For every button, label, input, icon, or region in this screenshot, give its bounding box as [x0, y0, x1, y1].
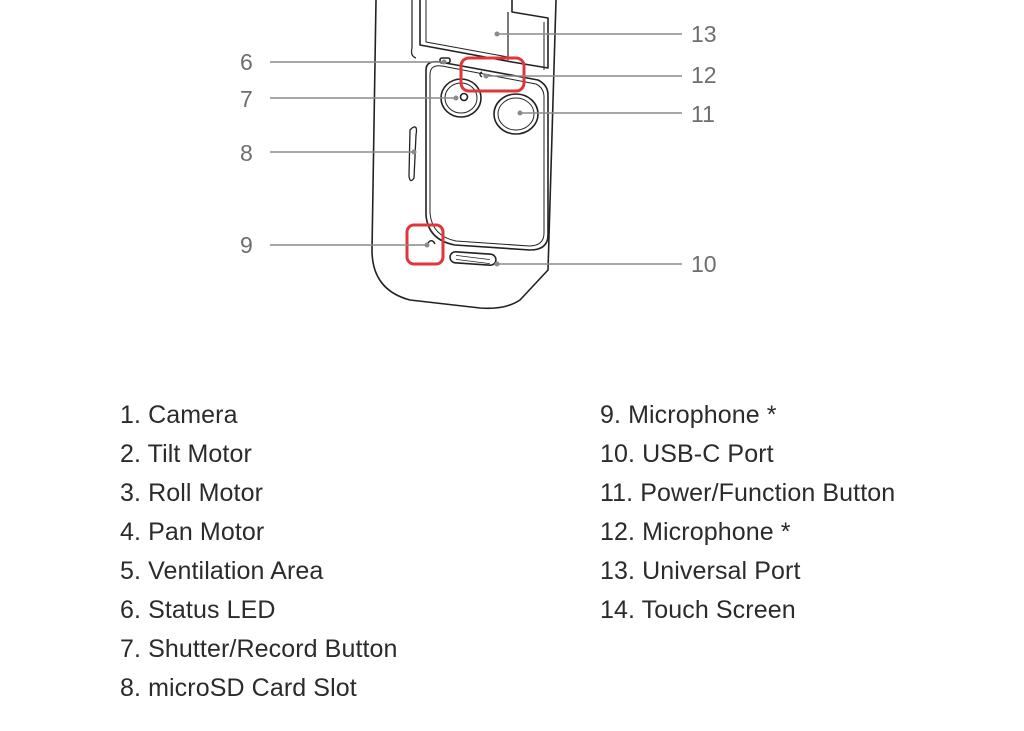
- part-item: 9. Microphone *: [600, 401, 777, 429]
- highlight-microphone-12: [459, 56, 526, 93]
- callout-9: 9: [240, 232, 253, 258]
- part-item: 3. Roll Motor: [120, 479, 264, 507]
- microphone-12-glyph: [479, 71, 483, 78]
- callout-6: 6: [240, 49, 253, 75]
- microphone-9-glyph: [427, 240, 436, 245]
- callout-11: 11: [691, 101, 715, 127]
- part-item: 13. Universal Port: [600, 557, 801, 585]
- part-item: 6. Status LED: [120, 596, 276, 624]
- part-item: 12. Microphone *: [600, 518, 791, 546]
- callout-10: 10: [691, 251, 717, 277]
- device-body-outline: [371, 0, 557, 310]
- part-item: 5. Ventilation Area: [120, 557, 324, 585]
- power-button-shape: [493, 93, 539, 135]
- callout-13: 13: [691, 21, 717, 47]
- part-item: 4. Pan Motor: [120, 518, 265, 546]
- part-item: 7. Shutter/Record Button: [120, 635, 398, 663]
- universal-port-module: [419, 0, 549, 69]
- parts-list-left: 1. Camera 2. Tilt Motor 3. Roll Motor 4.…: [120, 396, 398, 708]
- microsd-slot-shape: [408, 126, 418, 182]
- part-item: 8. microSD Card Slot: [120, 674, 357, 702]
- callout-8: 8: [240, 140, 253, 166]
- device-diagram: [270, 0, 682, 310]
- part-item: 1. Camera: [120, 401, 238, 429]
- part-item: 10. USB-C Port: [600, 440, 774, 468]
- callout-7: 7: [240, 86, 253, 112]
- usb-c-port-shape: [449, 250, 497, 267]
- part-item: 11. Power/Function Button: [600, 479, 896, 507]
- parts-list-right: 9. Microphone * 10. USB-C Port 11. Power…: [600, 396, 895, 630]
- part-item: 2. Tilt Motor: [120, 440, 252, 468]
- callout-12: 12: [691, 62, 717, 88]
- part-item: 14. Touch Screen: [600, 596, 796, 624]
